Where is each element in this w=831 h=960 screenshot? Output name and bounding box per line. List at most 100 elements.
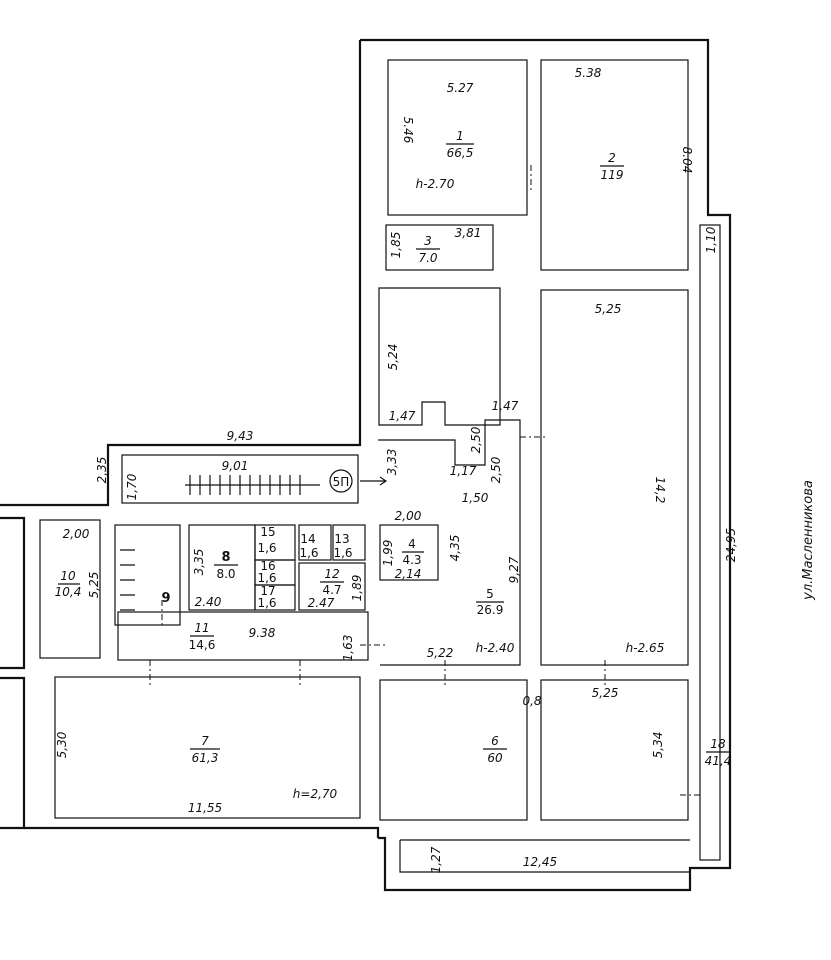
stair-strip [121, 454, 359, 504]
dim: 3,33 [385, 449, 399, 476]
room-number: 9 [161, 591, 170, 606]
dim: 1,47 [492, 399, 519, 413]
room-area: 8.0 [216, 567, 235, 581]
dim: 2,00 [63, 527, 90, 541]
dim: 9,01 [222, 459, 249, 473]
room-10 [39, 519, 101, 659]
dim: 5,24 [386, 344, 400, 371]
dim: 1,63 [341, 635, 355, 662]
dim: 2,35 [95, 457, 109, 484]
room-12 [298, 562, 366, 611]
room-17 [254, 584, 296, 611]
room-area: 119 [601, 168, 624, 182]
room-5 [378, 419, 521, 666]
room-area: 26.9 [477, 603, 504, 617]
dim: 8.04 [680, 147, 694, 174]
room-area: 7.0 [418, 251, 437, 265]
room-number: 1 [456, 129, 464, 143]
bottom-corridor [399, 839, 690, 873]
room-area: 1,6 [257, 541, 276, 555]
dim: 1,85 [389, 232, 403, 259]
dim: 11,55 [188, 801, 222, 815]
street-label: ул.Масленникова [801, 480, 816, 601]
dim: 5,34 [651, 732, 665, 759]
dim: 3,35 [192, 549, 206, 576]
room-number: 12 [324, 567, 339, 581]
room-7 [54, 676, 361, 819]
room-9-stair [114, 524, 181, 626]
dim: 2,14 [395, 567, 422, 581]
dim: 2.47 [308, 596, 335, 610]
stair-steps [185, 475, 320, 495]
dim: 5.27 [447, 81, 474, 95]
dim: 1,47 [389, 409, 416, 423]
dim: 4,35 [448, 535, 462, 562]
dim: 5,25 [87, 572, 101, 599]
dim: 3,81 [455, 226, 482, 240]
dim: 9.38 [249, 626, 276, 640]
room-number: 8 [221, 550, 230, 565]
room-number: 3 [424, 234, 432, 248]
hall [540, 289, 689, 666]
dim: 2.40 [195, 595, 222, 609]
dim: 9,43 [227, 429, 254, 443]
room-area: 1,6 [299, 546, 318, 560]
entry-arrow [360, 476, 388, 486]
dim: 9,27 [507, 556, 521, 583]
room-number: 16 [260, 559, 275, 573]
room-number: 2 [608, 151, 616, 165]
room-number: 5 [486, 587, 494, 601]
room-area: 1,6 [257, 596, 276, 610]
room-number: 11 [194, 621, 209, 635]
room-3 [385, 224, 494, 271]
dim: 5,25 [592, 686, 619, 700]
room-height: h=2,70 [293, 787, 338, 801]
room-13 [332, 524, 366, 561]
dim: 2,50 [469, 426, 483, 453]
dim: 1,27 [429, 846, 443, 873]
room-4 [379, 524, 439, 581]
room-area: 1,6 [257, 571, 276, 585]
room-number: 6 [491, 734, 499, 748]
stair-marker-circle [329, 469, 353, 493]
dim: 1,99 [381, 540, 395, 567]
room-1 [387, 59, 528, 216]
room-11 [117, 611, 369, 661]
walls [0, 38, 732, 892]
dim: 1,10 [704, 226, 718, 253]
room-area: 14,6 [189, 638, 216, 652]
dim: 14,2 [653, 477, 667, 504]
room-lower-right [540, 679, 689, 821]
room-number: 14 [300, 532, 315, 546]
room-6 [379, 679, 528, 821]
dim: 1,89 [350, 575, 364, 602]
room-area: 1,6 [333, 546, 352, 560]
room-number: 15 [260, 525, 275, 539]
labels: 5П ул.Масленникова 5.27 5.46 1 66,5 h-2.… [55, 66, 816, 873]
dim: 1,50 [462, 491, 489, 505]
room-14 [298, 524, 332, 561]
dim: 12,45 [523, 855, 557, 869]
room-number: 18 [710, 737, 726, 751]
room-area: 4.3 [402, 553, 421, 567]
dim: 2,50 [489, 456, 503, 483]
room-number: 7 [201, 734, 209, 748]
room-area: 66,5 [447, 146, 474, 160]
room-area: 4.7 [322, 583, 341, 597]
dim: 5,22 [427, 646, 454, 660]
room-number: 10 [60, 569, 76, 583]
room-18 [699, 224, 721, 861]
room-height: h-2.70 [416, 177, 455, 191]
room-area: 61,3 [192, 751, 219, 765]
room-number: 17 [260, 584, 275, 598]
dim: 5.38 [575, 66, 602, 80]
room-2 [540, 59, 689, 271]
room-area: 10,4 [55, 585, 82, 599]
corridor [378, 287, 501, 426]
stair-marker: 5П [333, 475, 350, 489]
dim: 5,30 [55, 731, 69, 758]
dim: 2,00 [395, 509, 422, 523]
dim: 5,25 [595, 302, 622, 316]
stair-9-steps [120, 549, 135, 611]
